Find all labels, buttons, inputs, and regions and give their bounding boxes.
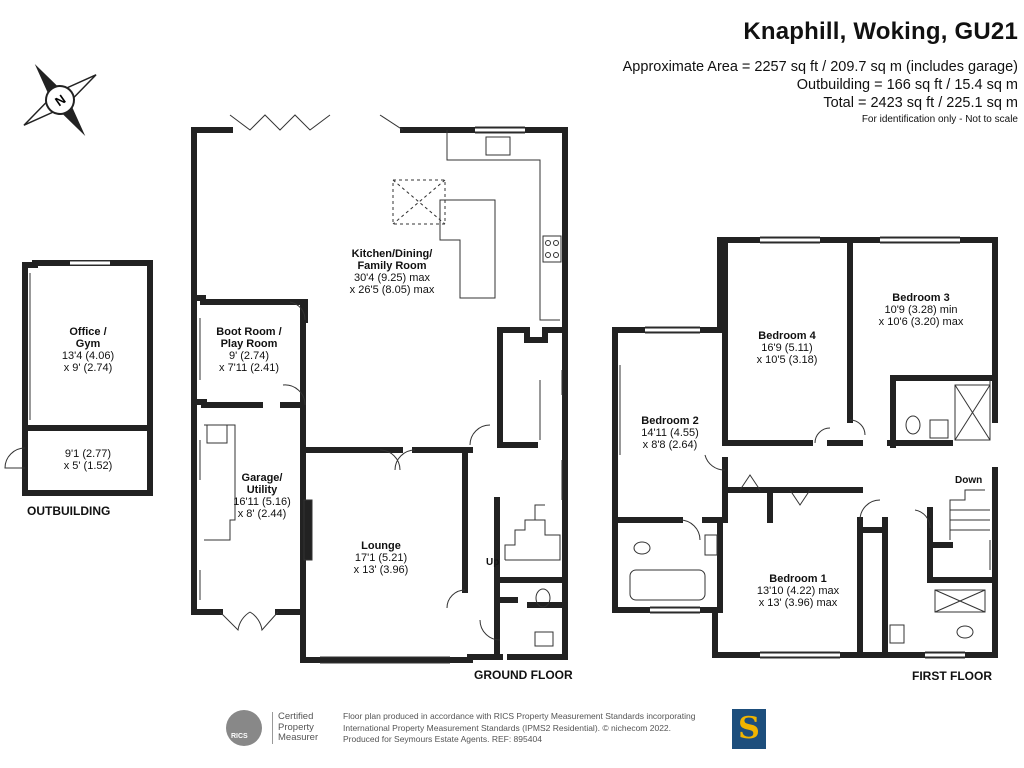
room-dimension: x 5' (1.52) [63,460,113,472]
bath-icon [629,569,706,601]
wc-icon [956,625,974,639]
compass-icon [23,63,97,137]
basin-icon [889,624,905,644]
room-dimension: 30'4 (9.25) max [353,272,431,284]
room-dimension: 14'11 (4.55) [641,427,699,439]
room-label-store: 9'1 (2.77) x 5' (1.52) [64,448,113,472]
rics-badge: RICS Certified Property Measurer [226,710,338,748]
stairs-icon [949,489,990,540]
room-dimension: 17'1 (5.21) [354,552,408,564]
room-label-bedroom-4: Bedroom 4 16'9 (5.11) x 10'5 (3.18) [757,330,818,366]
room-name: Bedroom 2 [641,415,699,427]
area-line: Outbuilding = 166 sq ft / 15.4 sq m [796,77,1018,93]
room-label-garage: Garage/ Utility 16'11 (5.16) x 8' (2.44) [233,472,291,520]
door-swing-icon [4,447,26,469]
room-label-office-gym: Office / Gym 13'4 (4.06) x 9' (2.74) [62,326,114,374]
room-label-kitchen: Kitchen/Dining/ Family Room 30'4 (9.25) … [350,248,435,296]
area-info: Approximate Area = 2257 sq ft / 209.7 sq… [623,58,1018,128]
room-dimension: x 13' (3.96) max [758,597,838,609]
room-label-boot-room: Boot Room / Play Room 9' (2.74) x 7'11 (… [216,326,281,374]
footer-disclaimer: Floor plan produced in accordance with R… [343,711,728,746]
room-name: Bedroom 4 [758,330,816,342]
room-dimension: x 8' (2.44) [237,508,287,520]
garage-door-icon [219,611,251,632]
room-dimension: 9' (2.74) [228,350,270,362]
bifold-door-icon [229,114,331,131]
stairs-up-label: Up [486,557,500,568]
room-name: Office / [69,326,107,338]
rics-caption-line: Property [278,721,314,733]
sink-icon [485,136,511,156]
room-dimension: 16'9 (5.11) [761,342,813,354]
first-floor-label: FIRST FLOOR [912,669,992,683]
footer-line: Produced for Seymours Estate Agents. REF… [343,734,542,744]
skylight-icon [392,179,446,225]
basin-icon [929,419,949,439]
area-line: Approximate Area = 2257 sq ft / 209.7 sq… [622,59,1018,75]
room-name: Lounge [361,540,401,552]
stairs-icon [504,380,561,561]
basin-icon [704,534,718,556]
wc-icon [535,588,551,608]
room-dimension: x 8'8 (2.64) [642,439,698,451]
area-line: Total = 2423 sq ft / 225.1 sq m [823,95,1018,111]
wc-icon [905,415,921,435]
basin-icon [534,631,554,647]
rics-logo-text: RICS [231,733,248,740]
hob-icon [542,235,562,263]
kitchen-island [439,199,496,299]
room-name: Gym [75,338,101,350]
room-dimension: x 10'5 (3.18) [756,354,818,366]
room-name: Family Room [357,260,427,272]
rics-caption-line: Certified [278,711,314,722]
shower-icon [954,384,991,441]
room-label-bedroom-3: Bedroom 3 10'9 (3.28) min x 10'6 (3.20) … [879,292,964,328]
outbuilding-label: OUTBUILDING [27,504,111,518]
ground-floor-label: GROUND FLOOR [474,668,573,682]
outbuilding-walls [22,260,153,496]
room-label-lounge: Lounge 17'1 (5.21) x 13' (3.96) [354,540,409,576]
rics-caption: Certified Property Measurer [272,711,319,744]
room-name: Garage/ [241,472,283,484]
room-label-bedroom-2: Bedroom 2 14'11 (4.55) x 8'8 (2.64) [641,415,699,451]
room-dimension: x 10'6 (3.20) max [878,316,964,328]
room-name: Bedroom 3 [892,292,950,304]
floor-plan-drawing: N [4,63,998,664]
room-dimension: x 7'11 (2.41) [219,362,279,374]
room-dimension: x 9' (2.74) [63,362,113,374]
room-dimension: 9'1 (2.77) [64,448,112,460]
room-dimension: 13'10 (4.22) max [756,585,840,597]
room-name: Play Room [220,338,278,350]
room-dimension: x 13' (3.96) [353,564,409,576]
room-dimension: x 26'5 (8.05) max [349,284,435,296]
room-dimension: 13'4 (4.06) [61,350,115,362]
rics-caption-line: Measurer [278,732,319,743]
utility-sink-icon [206,424,228,444]
rics-logo-icon [226,710,262,746]
room-name: Kitchen/Dining/ [351,248,433,260]
ground-floor-walls [191,127,568,663]
room-dimension: 16'11 (5.16) [233,496,291,508]
footer-line: Floor plan produced in accordance with R… [343,711,696,721]
room-label-bedroom-1: Bedroom 1 13'10 (4.22) max x 13' (3.96) … [757,573,839,609]
wc-icon [633,541,651,555]
room-dimension: 10'9 (3.28) min [884,304,958,316]
wardrobe-icon [739,474,761,491]
property-title: Knaphill, Woking, GU21 [743,18,1018,45]
stairs-down-label: Down [955,475,983,486]
scale-note: For identification only - Not to scale [861,114,1018,125]
room-name: Utility [246,484,278,496]
shower-icon [934,589,986,613]
room-name: Boot Room / [216,326,282,338]
footer-line: International Property Measurement Stand… [343,722,672,733]
agent-logo-icon: S [732,709,766,749]
room-name: Bedroom 1 [769,573,827,585]
